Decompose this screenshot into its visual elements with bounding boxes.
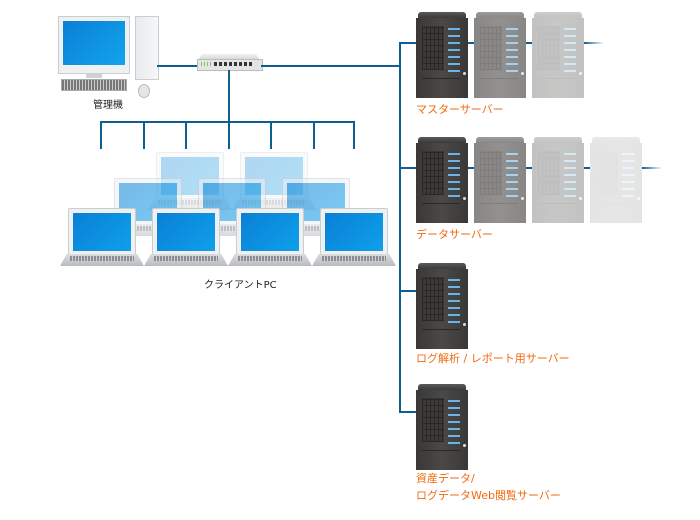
client-drop: [228, 121, 230, 149]
laptop-icon: [228, 208, 312, 268]
server-group-label-line2: ログデータWeb閲覧サーバー: [416, 489, 561, 502]
server-link: [468, 42, 474, 44]
server-link: [584, 167, 590, 169]
server-icon: [416, 263, 468, 349]
server-group-label-line1: 資産データ/: [416, 472, 475, 485]
stub-data: [399, 167, 416, 169]
tower-icon: [135, 16, 159, 80]
server-icon: [416, 384, 468, 470]
line-pc-to-switch: [157, 65, 197, 67]
server-icon: [590, 137, 642, 223]
stub-log: [399, 290, 416, 292]
client-drop: [100, 121, 102, 149]
client-drop: [353, 121, 355, 149]
client-drop: [313, 121, 315, 149]
line-switch-to-bus: [261, 65, 401, 67]
stub-master: [399, 42, 416, 44]
server-group-label: マスターサーバー: [416, 103, 504, 116]
server-icon: [474, 12, 526, 98]
server-link: [526, 42, 532, 44]
server-group-label: ログ解析 / レポート用サーバー: [416, 352, 570, 365]
server-group-label: データサーバー: [416, 228, 493, 241]
laptop-icon: [60, 208, 144, 268]
laptop-icon: [144, 208, 228, 268]
server-link: [526, 167, 532, 169]
network-switch-icon: [197, 54, 263, 71]
client-drop: [270, 121, 272, 149]
line-switch-to-clients: [228, 70, 230, 122]
line-server-bus: [399, 42, 401, 413]
client-drop: [185, 121, 187, 149]
laptop-icon: [312, 208, 396, 268]
clients-label: クライアントPC: [204, 280, 277, 291]
server-icon: [416, 12, 468, 98]
client-drop: [143, 121, 145, 149]
server-icon: [416, 137, 468, 223]
line-client-bus: [100, 121, 355, 123]
mouse-icon: [138, 84, 150, 98]
keyboard-icon: [61, 79, 127, 91]
server-icon: [474, 137, 526, 223]
line-continues: [584, 42, 604, 44]
stub-web: [399, 411, 416, 413]
server-link: [468, 167, 474, 169]
server-icon: [532, 137, 584, 223]
admin-pc-label: 管理機: [93, 100, 123, 111]
admin-pc: [58, 16, 168, 98]
server-icon: [532, 12, 584, 98]
monitor-icon: [58, 16, 130, 74]
line-continues: [642, 167, 662, 169]
